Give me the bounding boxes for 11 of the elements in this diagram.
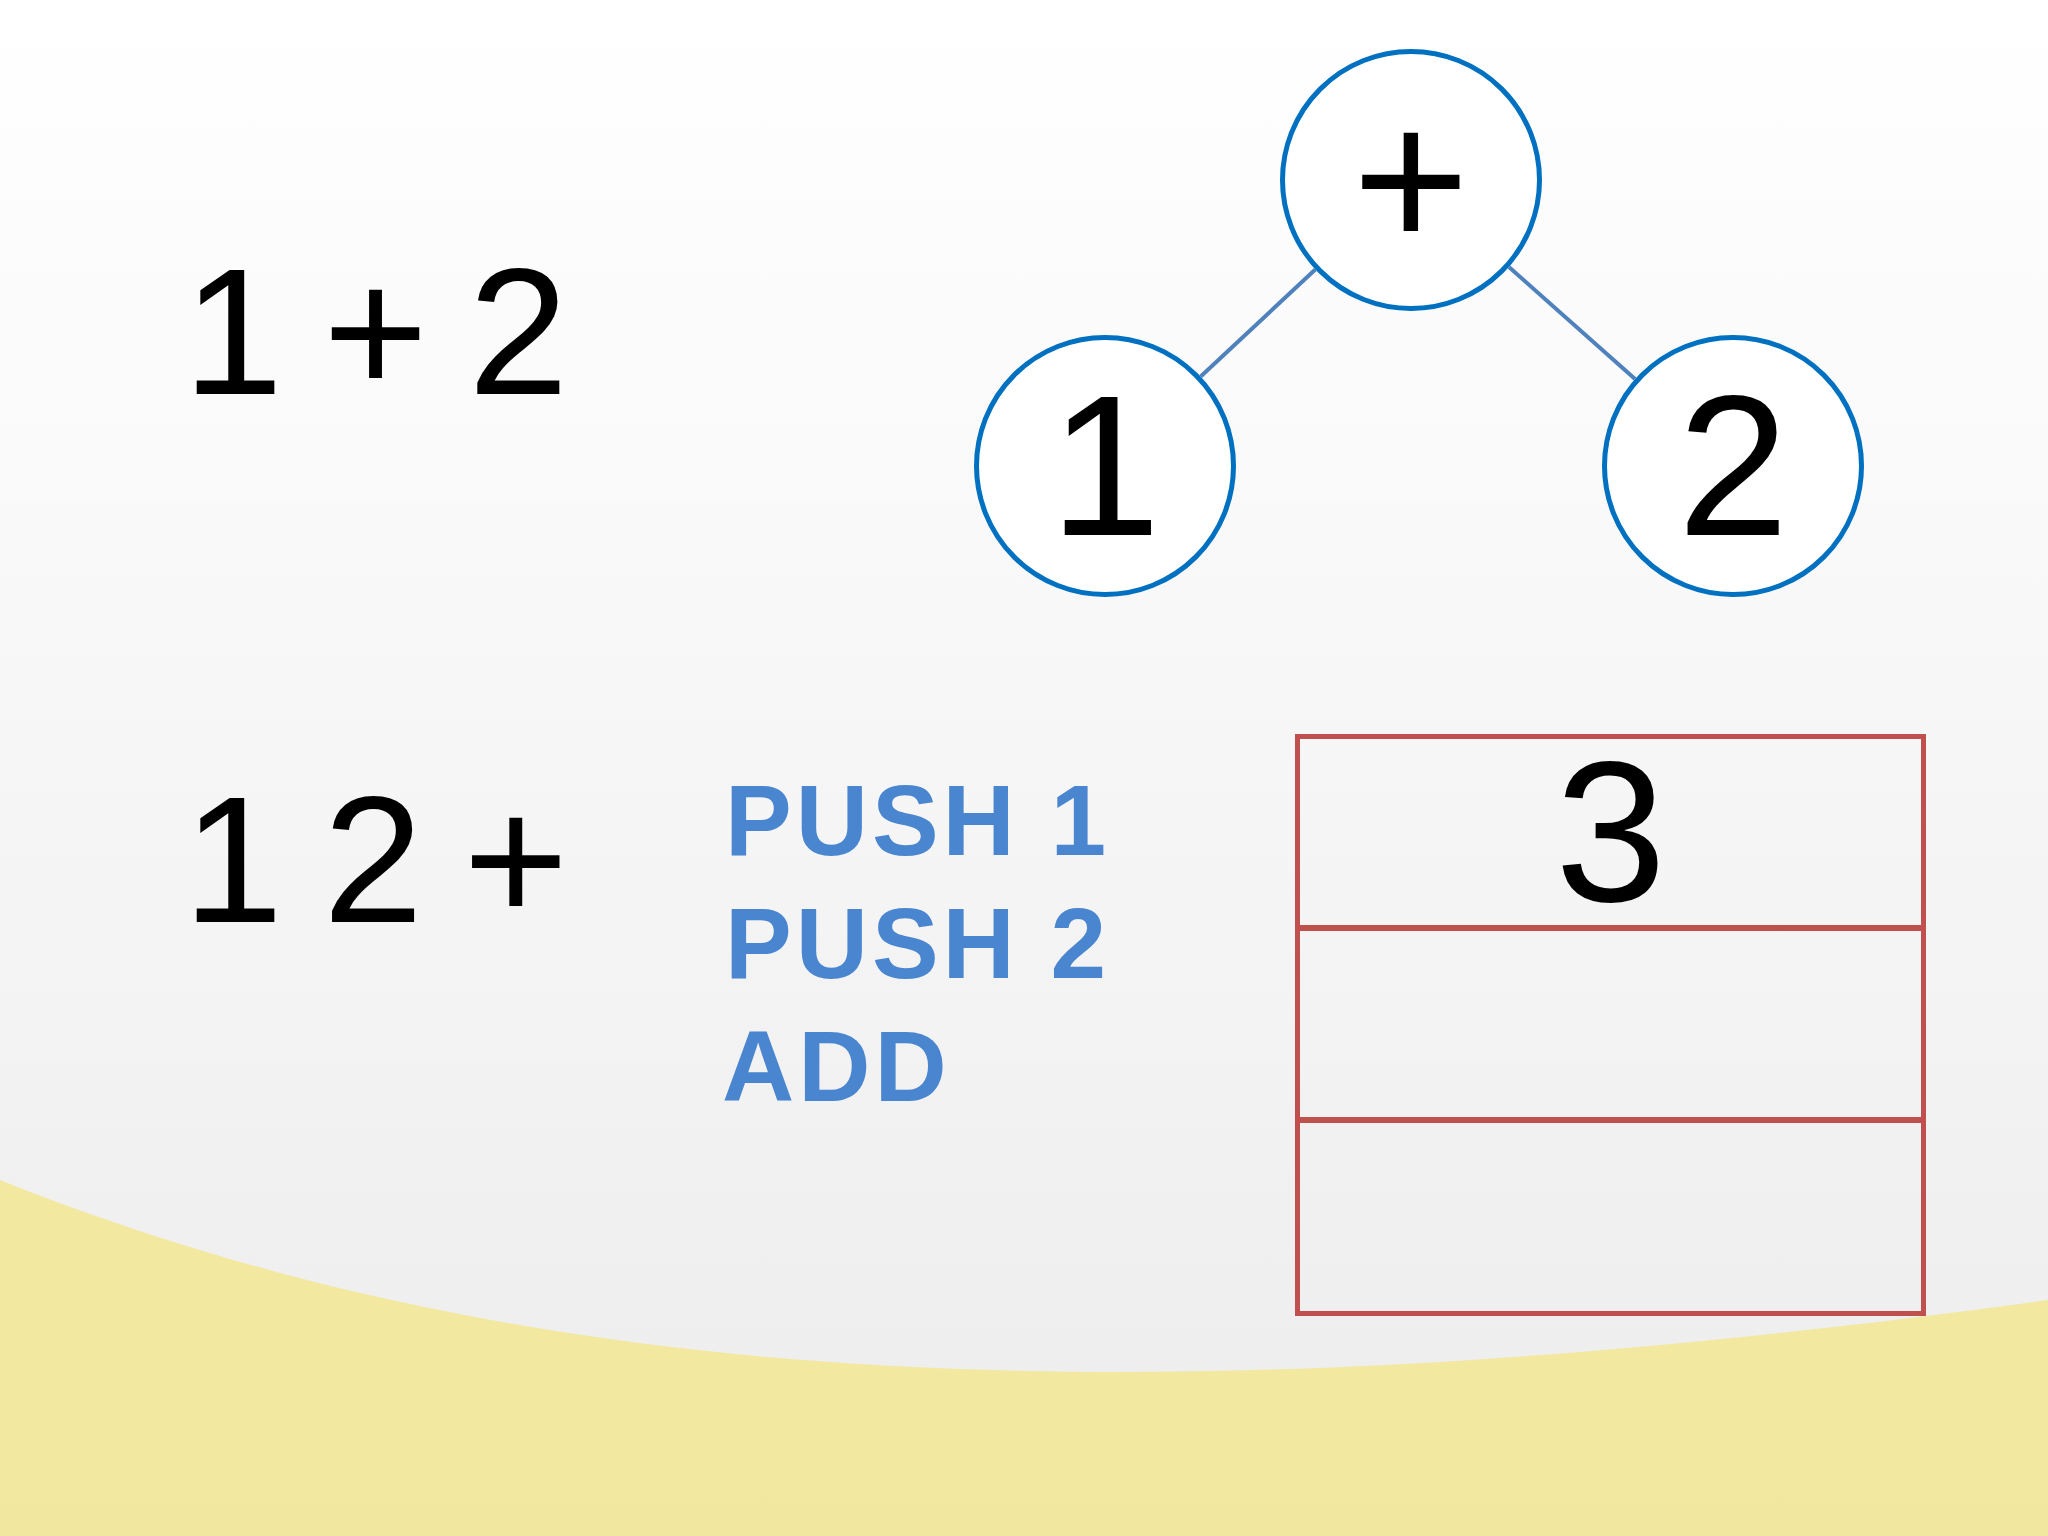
- infix-expression: 1 + 2: [183, 242, 569, 422]
- tree-edge-line: [1507, 265, 1637, 381]
- node-value: 1: [1049, 366, 1161, 566]
- instruction-text: ADD: [722, 1016, 951, 1116]
- postfix-expression: 1 2 +: [183, 770, 569, 950]
- instruction-text: PUSH 2: [725, 893, 1111, 993]
- tree-edge-line: [1199, 268, 1317, 378]
- node-value: +: [1352, 80, 1470, 280]
- stack-value: 3: [1554, 732, 1667, 932]
- instruction-text: PUSH 1: [725, 770, 1111, 870]
- node-value: 2: [1677, 366, 1789, 566]
